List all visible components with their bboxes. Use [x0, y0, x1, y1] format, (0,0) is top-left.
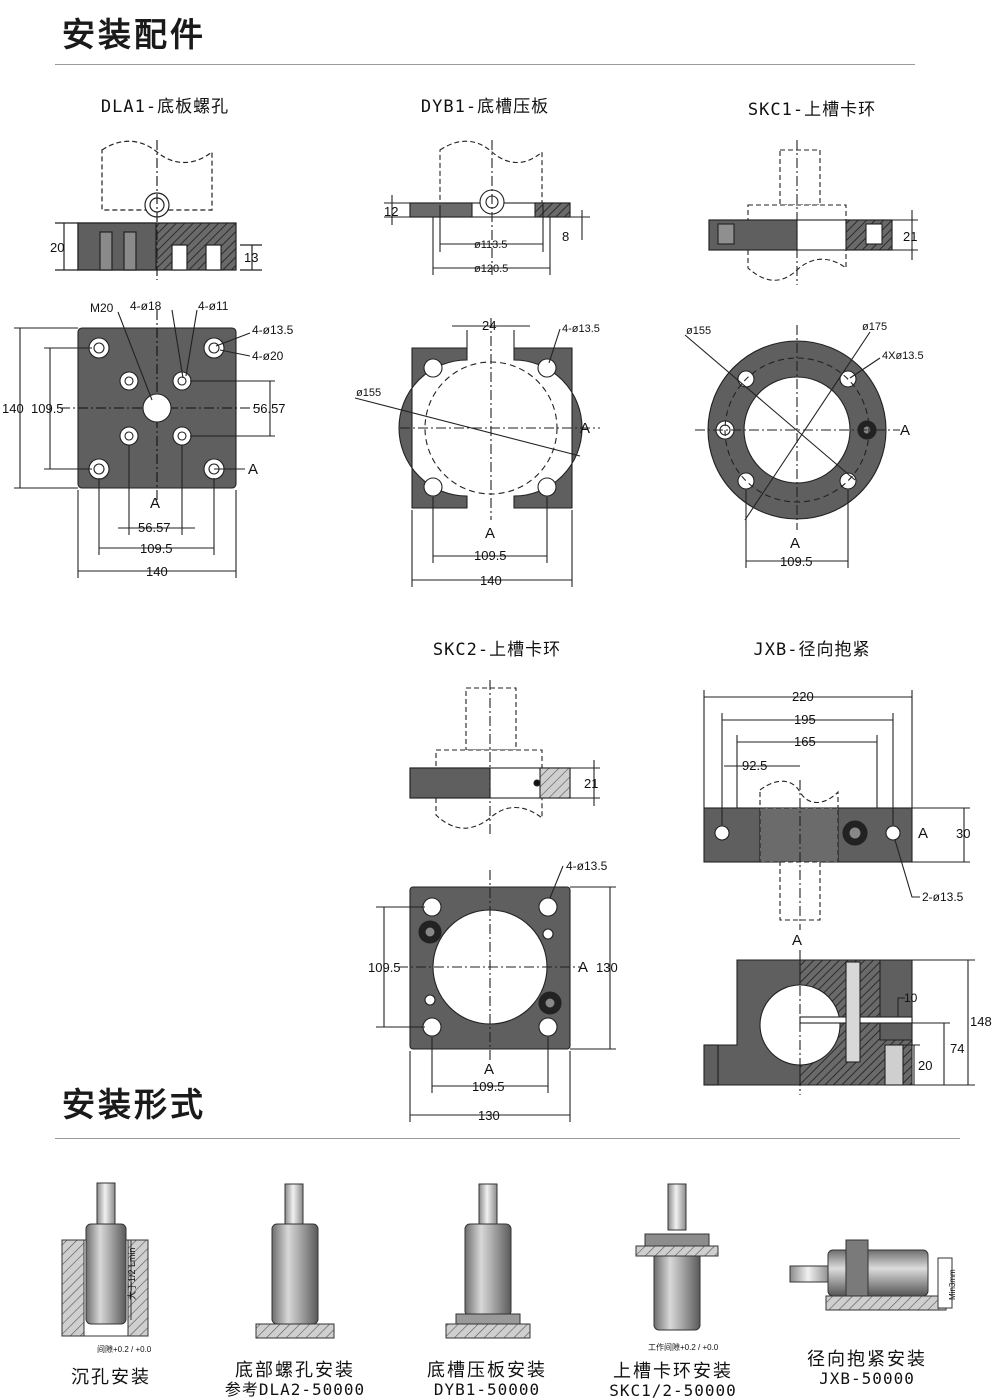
- jxb-dim-w195: 195: [794, 712, 816, 727]
- jxb-dim-h148: 148: [970, 1014, 992, 1029]
- dyb1-label-d155: ø155: [356, 387, 381, 399]
- form-caption-radial-clamp-line2: JXB-50000: [819, 1369, 915, 1388]
- dyb1-dim-h12: 12: [384, 204, 398, 219]
- dyb1-label-d135: 4-ø13.5: [562, 323, 600, 335]
- form-caption-bottom-thread-line1: 底部螺孔安装: [235, 1360, 355, 1381]
- skc1-section-a-right: A: [900, 422, 910, 439]
- dyb1-side-view: [384, 140, 590, 275]
- skc2-side-view: [409, 680, 600, 835]
- divider-forms: [55, 1138, 960, 1139]
- dla1-label-m20: M20: [90, 301, 114, 315]
- skc1-label-d155: ø155: [686, 325, 711, 337]
- dla1-label-d135: 4-ø13.5: [252, 323, 294, 337]
- form-counterbore-illustration: [61, 1182, 149, 1337]
- dyb1-plan-view: [354, 318, 600, 587]
- form-caption-bottom-thread-line2: 参考DLA2-50000: [224, 1380, 366, 1399]
- form-note-min3: Min3mm: [948, 1269, 957, 1300]
- jxb-section-a-right: A: [918, 825, 928, 842]
- dla1-dim-h20: 20: [50, 240, 64, 255]
- skc1-dim-w1095: 109.5: [780, 554, 813, 569]
- form-caption-counterbore-line1: 沉孔安装: [71, 1367, 151, 1388]
- jxb-section-a-bottom: A: [792, 932, 802, 949]
- form-radial-clamp-illustration: [789, 1239, 953, 1311]
- title-dla1: DLA1-底板螺孔: [100, 97, 230, 117]
- skc2-dim-h21: 21: [584, 776, 598, 791]
- form-note-half-min: 大于1/2 Lmin: [126, 1247, 137, 1300]
- form-caption-bottom-clamp-line1: 底槽压板安装: [427, 1360, 547, 1381]
- dyb1-dim-d1135: ø113.5: [474, 239, 507, 251]
- dla1-section-a-bottom: A: [150, 495, 160, 512]
- skc2-dim-h130: 130: [596, 960, 618, 975]
- dla1-dim-h5657: 56.57: [253, 401, 286, 416]
- skc2-label-d135: 4-ø13.5: [566, 859, 608, 873]
- skc2-dim-w130: 130: [478, 1108, 500, 1123]
- form-caption-radial-clamp: 径向抱紧安装 JXB-50000: [772, 1350, 962, 1388]
- form-caption-top-ring-line2: SKC1/2-50000: [609, 1381, 737, 1400]
- jxb-dim-h74: 74: [950, 1041, 964, 1056]
- form-top-ring-illustration: [635, 1183, 719, 1331]
- dla1-section-a-right: A: [248, 461, 258, 478]
- skc2-section-a-bottom: A: [484, 1061, 494, 1078]
- dla1-label-d20: 4-ø20: [252, 349, 284, 363]
- skc2-plan-view: [376, 865, 616, 1122]
- dla1-label-d18: 4-ø18: [130, 299, 162, 313]
- jxb-dim-w220: 220: [792, 689, 814, 704]
- dla1-side-view: [55, 140, 262, 280]
- divider-top: [55, 64, 915, 65]
- title-dyb1: DYB1-底槽压板: [420, 97, 550, 117]
- skc1-label-d135: 4Xø13.5: [882, 350, 924, 362]
- dla1-dim-w5657: 56.57: [138, 520, 171, 535]
- form-caption-bottom-clamp: 底槽压板安装 DYB1-50000: [392, 1361, 582, 1399]
- jxb-label-d135: 2-ø13.5: [922, 890, 964, 904]
- jxb-dim-h20: 20: [918, 1058, 932, 1073]
- skc1-side-view: [708, 140, 918, 285]
- heading-forms: 安装形式: [62, 1085, 206, 1124]
- form-caption-top-ring-line1: 上槽卡环安装: [613, 1361, 733, 1382]
- title-skc2: SKC2-上槽卡环: [432, 640, 562, 660]
- form-caption-radial-clamp-line1: 径向抱紧安装: [807, 1349, 927, 1370]
- jxb-dim-w165: 165: [794, 734, 816, 749]
- dla1-dim-h13: 13: [244, 250, 258, 265]
- dyb1-dim-w1095: 109.5: [474, 548, 507, 563]
- heading-accessories: 安装配件: [62, 15, 206, 54]
- dyb1-dim-h8: 8: [562, 229, 569, 244]
- jxb-section-view: [703, 950, 975, 1095]
- jxb-top-view: [703, 690, 970, 930]
- form-note-gap2: 工作间隙+0.2 / +0.0: [648, 1342, 719, 1352]
- jxb-dim-h10: 10: [904, 991, 918, 1005]
- dla1-dim-h140: 140: [2, 401, 24, 416]
- dla1-plan-view: [14, 309, 275, 578]
- skc2-dim-h1095: 109.5: [368, 960, 401, 975]
- dla1-label-d11: 4-ø11: [198, 299, 229, 313]
- title-jxb: JXB-径向抱紧: [753, 640, 871, 660]
- form-caption-bottom-thread: 底部螺孔安装 参考DLA2-50000: [200, 1361, 390, 1399]
- dla1-dim-h1095: 109.5: [31, 401, 64, 416]
- form-bottom-clamp-illustration: [445, 1183, 531, 1339]
- dyb1-dim-w24: 24: [482, 318, 496, 333]
- jxb-dim-h30: 30: [956, 826, 970, 841]
- form-caption-counterbore: 沉孔安装: [16, 1368, 206, 1387]
- dyb1-section-a-bottom: A: [485, 525, 495, 542]
- title-skc1: SKC1-上槽卡环: [747, 100, 877, 120]
- skc2-section-a-right: A: [578, 959, 588, 976]
- dla1-dim-w140: 140: [146, 564, 168, 579]
- skc1-plan-view: [684, 325, 900, 568]
- dyb1-dim-w140: 140: [480, 573, 502, 588]
- jxb-dim-w925: 92.5: [742, 758, 767, 773]
- form-bottom-thread-illustration: [255, 1183, 335, 1339]
- dyb1-section-a-right: A: [580, 420, 590, 437]
- form-caption-bottom-clamp-line2: DYB1-50000: [433, 1380, 541, 1399]
- skc1-label-d175: ø175: [862, 321, 887, 333]
- form-note-gap1: 间隙+0.2 / +0.0: [97, 1344, 152, 1354]
- form-caption-top-ring: 上槽卡环安装 SKC1/2-50000: [578, 1362, 768, 1400]
- skc1-dim-h21: 21: [903, 229, 917, 244]
- dyb1-dim-d1205: ø120.5: [474, 263, 508, 275]
- skc2-dim-w1095: 109.5: [472, 1079, 505, 1094]
- skc1-section-a-bottom: A: [790, 535, 800, 552]
- dla1-dim-w1095: 109.5: [140, 541, 173, 556]
